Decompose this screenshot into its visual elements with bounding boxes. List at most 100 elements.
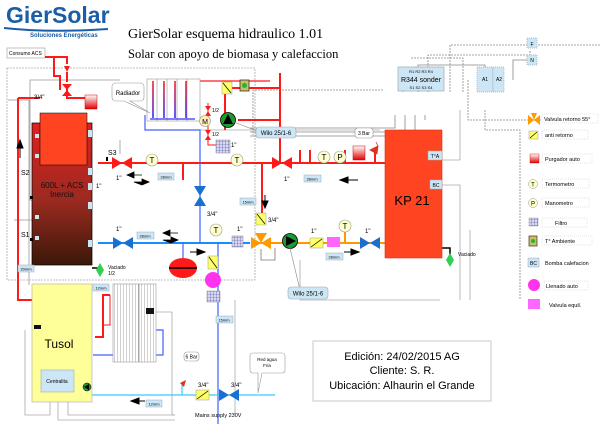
legend-label: Filtro [555, 221, 567, 227]
heating-pump-bottom[interactable] [282, 233, 298, 249]
relay-a1[interactable]: A1 [476, 66, 494, 93]
size-tag-28mm-hot1: 28mm [157, 172, 175, 181]
auto-fill-icon[interactable] [205, 272, 221, 288]
red-agua-line2: Fria [263, 363, 271, 368]
six-bar-callout: 6 Bar [183, 351, 200, 362]
mains-valve-icon[interactable] [219, 389, 239, 401]
three-bar-callout: 3 Bar [354, 127, 374, 139]
buffer-tank-600l[interactable]: 600L + ACS Inercia [30, 112, 108, 266]
size-tag-text: 28mm [328, 255, 340, 260]
size-label-1-mix2: 1" [365, 229, 370, 235]
r344-name: R344 sonder [401, 77, 442, 84]
terminal-n-label: N [530, 58, 534, 64]
legend-label: Bomba calefacion [545, 261, 589, 267]
legend-item: Filtro [528, 217, 588, 228]
motor-valve[interactable]: M [199, 115, 211, 127]
filter-icon [528, 217, 539, 227]
expansion-vessel [169, 258, 197, 278]
logo-tagline: Soluciones Energéticas [30, 33, 98, 39]
r344-controller[interactable]: R1 R2 R3 R4 R344 sonder S1 S2 S3 S4 [397, 66, 445, 92]
flow-arrow-left-icon [338, 176, 358, 184]
filter-icon [231, 235, 244, 248]
size-label-1-s3: 1" [96, 184, 101, 190]
radiator[interactable] [146, 78, 201, 122]
room-thermostat-icon[interactable] [239, 79, 250, 92]
half-top-label: 1/2 [212, 108, 219, 114]
tank-label-line2: Inercia [50, 190, 75, 199]
size-label-1-filter: 1" [231, 143, 236, 149]
vaciado-tank-line1: Vaciado [108, 265, 126, 271]
size-tag-28mm-mix: 28mm [325, 252, 344, 261]
hot-valve-2-icon[interactable] [272, 157, 292, 169]
solar-collector[interactable] [112, 283, 157, 363]
legend-label: Llenado auto [546, 284, 578, 290]
flow-arrow-up-icon [16, 138, 24, 158]
size-label-1-filter2: 1" [237, 227, 242, 233]
sensor-s2-label: S2 [21, 170, 30, 177]
thermometer-glyph: T [322, 153, 327, 162]
legend-item: BC Bomba calefacion [527, 257, 589, 268]
legend-label: Valvula retorno 55° [544, 117, 590, 123]
retorno-valve-icon [528, 113, 540, 125]
size-label-34-tank: 3/4" [34, 95, 44, 101]
size-label-34-mix: 3/4" [268, 218, 278, 224]
tank-drain-valve-icon[interactable] [96, 263, 104, 277]
half-bottom-label: 1/2 [212, 132, 219, 138]
relay-a2[interactable]: A2 [492, 66, 505, 93]
wilo-top-label: Wilo 25/1-6 [261, 131, 292, 137]
manometer: P [333, 150, 347, 164]
cliente-text: Cliente: S. R. [370, 365, 435, 377]
return-valve-1-icon[interactable] [113, 237, 133, 249]
safety-valve-3bar-icon[interactable] [369, 141, 379, 155]
thermometer-mix: T [338, 219, 352, 233]
six-bar-label: 6 Bar [186, 355, 198, 361]
centralita-label: Centralita [46, 379, 68, 385]
giersolar-logo: GierSolar Soluciones Energéticas [3, 2, 110, 39]
terminal-f-label: F [530, 42, 533, 48]
mains-pipes [92, 385, 275, 396]
hot-valve-1-icon[interactable] [112, 157, 132, 169]
tsa-label: T°A [431, 154, 440, 160]
tank-label-line1: 600L + ACS [41, 181, 84, 190]
logo-brand: GierSolar [6, 2, 110, 28]
centralita-controller[interactable]: Centralita [40, 369, 75, 393]
legend-label: Manometro [545, 201, 573, 207]
red-agua-callout: Red agua Fria [249, 352, 286, 394]
size-tag-28mm-ret1: 28mm [136, 231, 155, 240]
size-label-1-hot1: 1" [116, 176, 121, 182]
relay-a1-label: A1 [482, 77, 488, 83]
filter-icon [215, 139, 231, 154]
motor-glyph: M [202, 119, 208, 126]
size-tag-text: 15mm [218, 318, 230, 323]
collector-sensor-icon [146, 308, 154, 314]
manometer-icon [528, 198, 538, 208]
bc-port [429, 179, 443, 190]
radiador-callout: Radiador [111, 82, 151, 114]
legend-label: Termometro [545, 182, 574, 188]
size-label-34-mains2: 3/4" [231, 383, 241, 389]
radiator-return-valve-icon[interactable] [194, 186, 206, 206]
legend-item: Purgador auto [529, 153, 593, 164]
legend-item: Valvula retorno 55° [528, 113, 599, 125]
tank-top-valve-icon[interactable] [62, 84, 72, 96]
sensor-s3-dot [106, 157, 108, 161]
thermometer-hot-2: T [230, 153, 244, 167]
balancing-valve-icon[interactable] [327, 237, 340, 247]
boiler-return-valve-icon[interactable] [360, 237, 380, 249]
flow-arrow-right-icon-2 [344, 248, 361, 256]
three-way-mixing-valve-icon[interactable] [251, 233, 276, 261]
legend-item: Llenado auto [528, 279, 589, 291]
edicion-text: Edición: 24/02/2015 AG [344, 351, 460, 363]
size-tag-text: 28mm [306, 177, 318, 182]
kp21-boiler[interactable]: KP 21 T°A BC [384, 129, 443, 259]
solar-pump[interactable] [82, 382, 92, 392]
safety-valve-6bar-icon[interactable] [180, 380, 186, 387]
sensor-s2-dot [30, 196, 33, 199]
mains-supply-label: Mains supply 230V [195, 413, 242, 419]
kp-drain-valve-icon[interactable] [446, 253, 454, 267]
anti-return-icon [309, 237, 324, 249]
bc-glyph: BC [530, 261, 537, 267]
heating-pump-top[interactable] [220, 112, 236, 128]
r344-relay-labels: R1 R2 R3 R4 [409, 69, 434, 74]
